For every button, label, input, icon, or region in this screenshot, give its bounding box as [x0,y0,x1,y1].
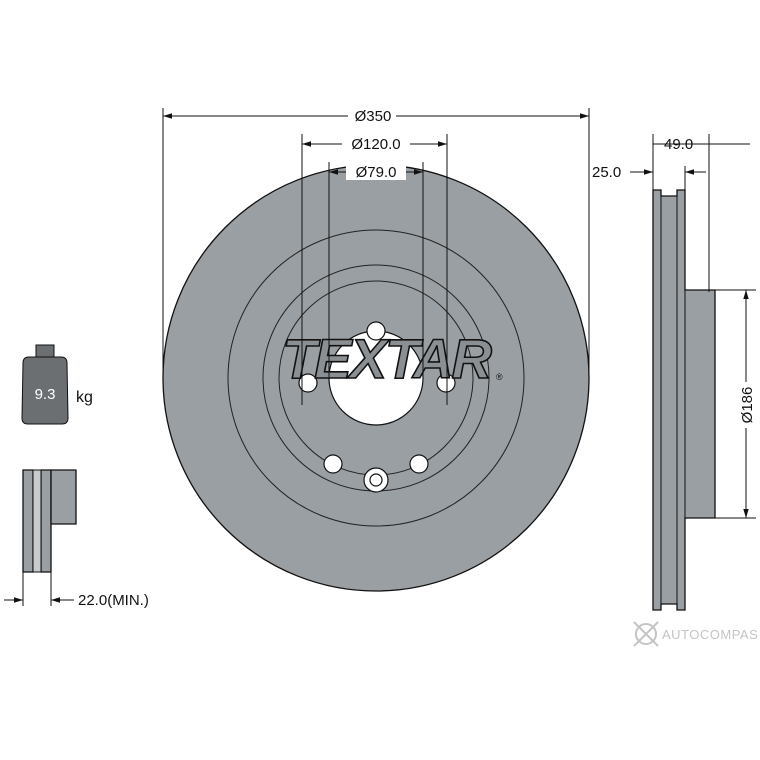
weight-unit: kg [76,389,93,406]
registered-mark: ® [496,372,503,382]
locating-hole-inner [369,473,383,487]
dim-hat-height: 25.0 [592,164,621,181]
dim-outer-diameter: Ø350 [355,108,392,125]
watermark-text: AUTOCOMPAS [662,627,758,642]
watermark: AUTOCOMPAS [633,621,758,647]
bolt-hole-right [436,373,456,393]
brand-logo: TEXTAR [282,327,492,390]
dim-bolt-circle: Ø120.0 [351,136,400,153]
bolt-hole-bottom-left [323,454,343,474]
bolt-hole-top [366,321,386,341]
front-dimensions: Ø350 Ø120.0 Ø79.0 [162,106,590,405]
weight-icon: 9.3 [21,344,69,425]
bolt-hole-left [298,373,318,393]
disc-side-view [652,189,716,611]
dim-hat-diameter: Ø186 [739,387,756,424]
autocompas-logo-icon [633,621,659,647]
disc-front-view: TEXTAR ® [162,164,590,592]
min-thickness-section: 22.0(MIN.) [4,469,149,609]
dim-min-thickness: 22.0(MIN.) [78,592,149,609]
dim-center-bore: Ø79.0 [356,164,397,181]
side-dimensions: 49.0 25.0 Ø186 [592,134,756,519]
weight-value: 9.3 [35,386,56,403]
bolt-hole-bottom-right [409,454,429,474]
dim-total-height: 49.0 [664,136,693,153]
disc-friction-inner-edge [227,229,525,527]
